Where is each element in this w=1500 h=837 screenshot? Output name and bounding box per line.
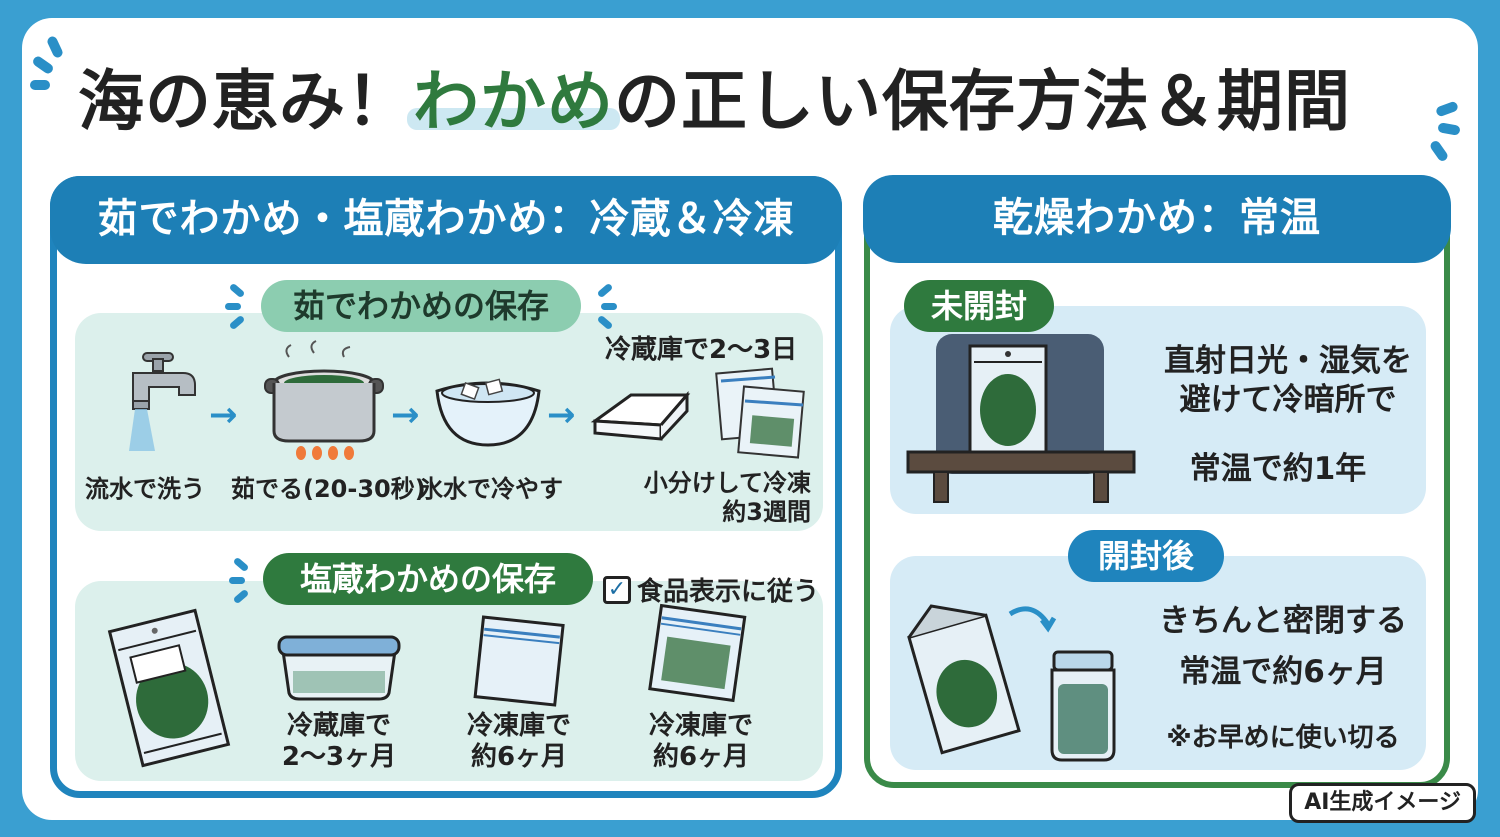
arrow-right-icon: → (209, 395, 238, 435)
dried-wakame-shelf-icon (906, 334, 1136, 503)
unopened-instructions: 直射日光・湿気を 避けて冷暗所で (1150, 342, 1426, 420)
spark-decoration (596, 282, 614, 299)
fridge-days-note: 冷蔵庫で2〜3日 (605, 335, 798, 365)
spark-decoration (225, 303, 241, 310)
boiled-wakame-pill: 茹でわかめの保存 (261, 280, 581, 332)
unopened-line2: 避けて冷暗所で (1179, 381, 1397, 418)
spark-decoration (229, 577, 245, 584)
panel-header-right: 乾燥わかめ：常温 (863, 175, 1451, 263)
zip-bag-icon (473, 615, 565, 707)
title-prefix: 海の恵み！ (78, 63, 413, 140)
opened-line1: きちんと密閉する (1159, 603, 1407, 639)
open-bag-to-jar-icon (907, 604, 1116, 762)
step-label-cool: 氷水で冷やす (419, 475, 563, 503)
unopened-line1: 直射日光・湿気を (1164, 343, 1412, 379)
page-title: 海の恵み！わかめの正しい保存方法＆期間 (78, 52, 1351, 152)
spark-decoration (30, 80, 50, 90)
follow-label-text: 食品表示に従う (637, 577, 820, 607)
salted-freezer-label: 冷凍庫で 約6ヶ月 (459, 711, 579, 773)
towel-icon (590, 390, 691, 441)
salted-freezer-wakame-line2: 約6ヶ月 (652, 742, 750, 773)
room-temperature-panel: 乾燥わかめ：常温 未開封 直射日光・湿気を 避けて冷暗所で 常温で約1年 開封後… (863, 175, 1451, 788)
spark-decoration (601, 303, 617, 310)
opened-note: ※お早めに使い切る (1166, 723, 1400, 753)
arrow-right-icon: → (547, 395, 576, 435)
arrow-right-icon: → (391, 395, 420, 435)
unopened-pill: 未開封 (904, 280, 1054, 332)
follow-label-checkbox: ✓ 食品表示に従う (603, 571, 819, 608)
panel-header-left: 茹でわかめ・塩蔵わかめ：冷蔵＆冷凍 (50, 176, 842, 264)
freeze-note-line2: 約3週間 (722, 497, 811, 526)
faucet-icon (129, 352, 196, 451)
freeze-note: 小分けして冷凍 約3週間 (619, 469, 811, 527)
salted-fridge-line1: 冷蔵庫で (286, 711, 391, 741)
step-label-boil: 茹でる(20-30秒) (231, 475, 426, 503)
spark-decoration (228, 282, 246, 299)
salted-freezer-wakame-line1: 冷凍庫で (648, 711, 753, 741)
zip-bag-wakame-icon (648, 603, 747, 703)
salted-freezer-line2: 約6ヶ月 (470, 742, 568, 773)
freeze-note-line1: 小分けして冷凍 (643, 469, 811, 497)
checkbox-checked-icon: ✓ (603, 575, 631, 604)
unopened-duration: 常温で約1年 (1189, 451, 1367, 487)
step-label-wash: 流水で洗う (85, 475, 205, 503)
spark-decoration (232, 556, 250, 573)
ice-bowl-icon (435, 378, 541, 447)
salted-wakame-pack-icon (107, 608, 231, 768)
refrigerate-freeze-panel: 茹でわかめ・塩蔵わかめ：冷蔵＆冷凍 茹でわかめの保存 → → → (50, 176, 842, 798)
container-icon (277, 635, 401, 701)
opened-line2: 常温で約6ヶ月 (1179, 653, 1387, 690)
opened-instructions: きちんと密閉する 常温で約6ヶ月 (1140, 602, 1426, 692)
title-suffix: の正しい保存方法＆期間 (614, 63, 1351, 140)
title-accent: わかめ (413, 63, 614, 140)
pot-icon (264, 340, 384, 460)
salted-freezer-wakame-label: 冷凍庫で 約6ヶ月 (641, 711, 761, 773)
salted-freezer-line1: 冷凍庫で (466, 711, 571, 741)
ai-generated-badge: AI生成イメージ (1289, 783, 1476, 823)
salted-wakame-pill: 塩蔵わかめの保存 (263, 553, 593, 605)
freezer-bags-icon (715, 367, 805, 459)
salted-fridge-line2: 2〜3ヶ月 (281, 742, 397, 773)
salted-fridge-label: 冷蔵庫で 2〜3ヶ月 (279, 711, 399, 773)
opened-pill: 開封後 (1068, 530, 1224, 582)
